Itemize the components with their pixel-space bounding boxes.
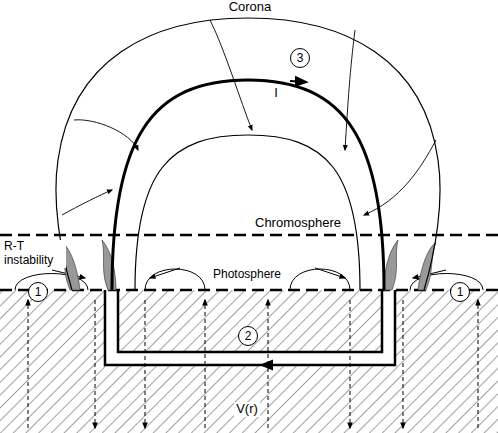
callout-circle: 2 — [238, 326, 258, 346]
convection-zone — [0, 290, 498, 433]
callout-circle: 1 — [450, 282, 470, 302]
inner-field-loop — [135, 135, 360, 290]
callout-number: 1 — [35, 286, 42, 298]
region-label: Chromosphere — [253, 216, 343, 231]
current-arrow — [262, 364, 280, 366]
subsurface-tube — [105, 290, 395, 365]
current-loop — [112, 80, 384, 290]
callout-circle: 3 — [290, 48, 310, 68]
velocity-label: V(r) — [234, 402, 260, 417]
subsurface-tube — [118, 290, 382, 352]
tube-channel — [105, 290, 395, 365]
surface-flows — [15, 268, 483, 290]
current-arrow — [290, 81, 306, 82]
region-label: Photosphere — [211, 268, 283, 282]
chromosphere-boundary — [0, 234, 498, 237]
region-label: Corona — [227, 0, 274, 15]
callout-number: 2 — [245, 330, 252, 342]
current-label: I — [272, 86, 280, 101]
twist-lines — [62, 20, 436, 215]
outer-field-loop — [56, 18, 440, 290]
callout-circle: 1 — [28, 282, 48, 302]
rt-instability-blob — [62, 240, 436, 290]
callout-number: 3 — [297, 52, 304, 64]
callout-number: 1 — [457, 286, 464, 298]
instability-label: R-T instability — [2, 240, 66, 268]
